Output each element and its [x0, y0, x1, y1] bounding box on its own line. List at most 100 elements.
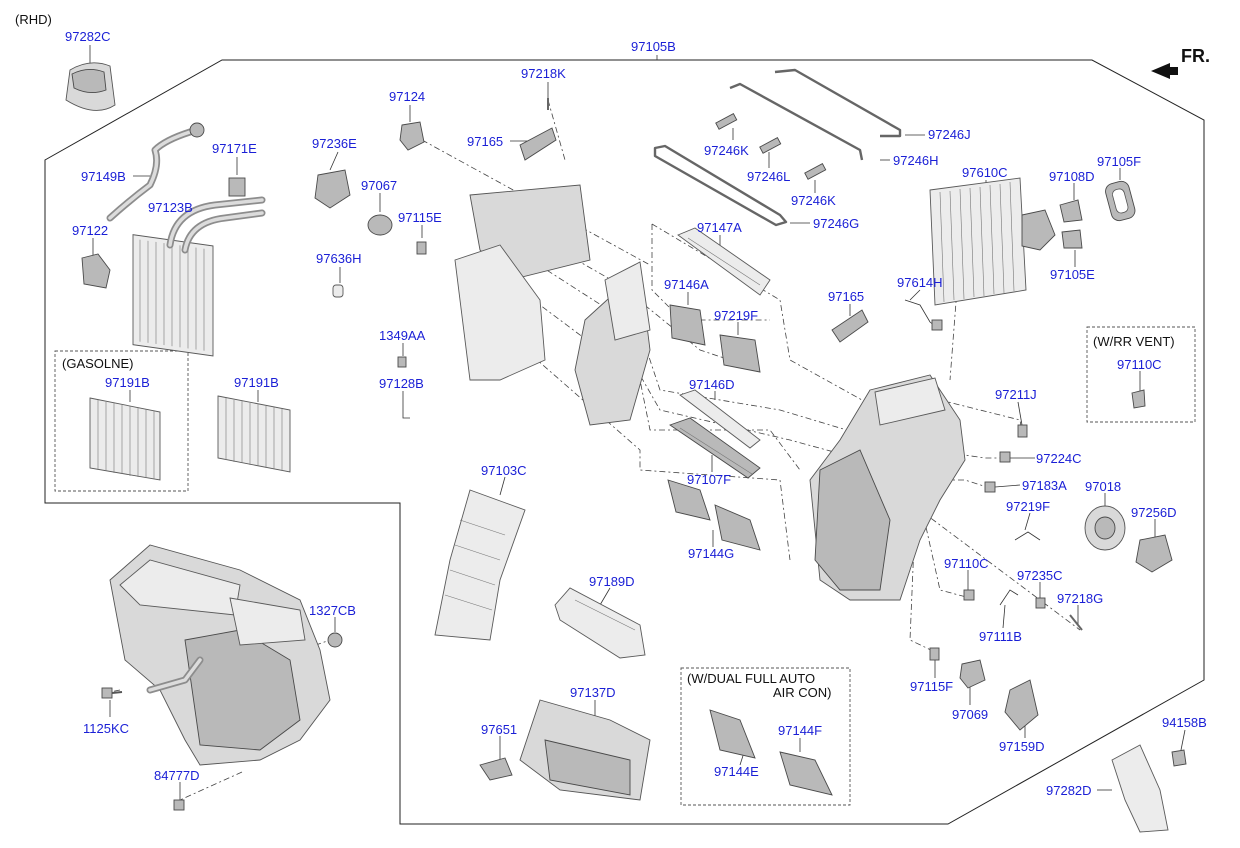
bracket-part [81, 253, 111, 289]
hose-97128B-part [402, 405, 410, 419]
rhd-note: (RHD) [15, 12, 52, 27]
rr-vent-note: (W/RR VENT) [1093, 334, 1175, 349]
part-label-97610C[interactable]: 97610C [962, 165, 1008, 180]
part-label-97103C[interactable]: 97103C [481, 463, 527, 478]
part-label-1327CB[interactable]: 1327CB [309, 603, 356, 618]
part-label-97246K-a[interactable]: 97246K [704, 143, 749, 158]
part-label-97614H[interactable]: 97614H [897, 275, 943, 290]
part-label-97171E[interactable]: 97171E [212, 141, 257, 156]
part-label-94158B[interactable]: 94158B [1162, 715, 1207, 730]
duct-97282D-part [1111, 744, 1169, 833]
part-label-97146A[interactable]: 97146A [664, 277, 709, 292]
gasoline-option-box [54, 350, 189, 492]
part-label-97124[interactable]: 97124 [389, 89, 425, 104]
actuator-97124-part [399, 121, 425, 151]
actuator-97069-part [959, 659, 986, 689]
part-label-97105E[interactable]: 97105E [1050, 267, 1095, 282]
part-label-97219F-b[interactable]: 97219F [1006, 499, 1050, 514]
part-label-97110C-b[interactable]: 97110C [944, 556, 989, 571]
gasoline-note: (GASOLNE) [62, 356, 134, 371]
part-label-97115E[interactable]: 97115E [398, 210, 442, 225]
module-97159D-part [1004, 679, 1039, 731]
part-label-97246H[interactable]: 97246H [893, 153, 939, 168]
seal-strip-97246H-part [729, 82, 864, 161]
filter-97147A-part [677, 227, 771, 296]
part-label-97183A[interactable]: 97183A [1022, 478, 1067, 493]
seal-strip-97246G-part [653, 144, 788, 227]
part-label-97105B[interactable]: 97105B [631, 39, 676, 54]
seal-ring-97105F-part [1105, 180, 1136, 222]
damper-97146D-part [679, 389, 761, 449]
part-label-97146D[interactable]: 97146D [689, 377, 735, 392]
damper-97144G-part [667, 479, 761, 551]
lower-case-97137D-part [519, 699, 651, 801]
part-label-97191B-a[interactable]: 97191B [105, 375, 150, 390]
part-label-97165-top[interactable]: 97165 [467, 134, 503, 149]
part-label-97123B[interactable]: 97123B [148, 200, 193, 215]
part-label-97282C[interactable]: 97282C [65, 29, 111, 44]
part-label-97105F[interactable]: 97105F [1097, 154, 1141, 169]
part-label-84777D[interactable]: 84777D [154, 768, 200, 783]
damper-97146A-part [669, 304, 706, 346]
rod-97111B-part [999, 589, 1019, 606]
dual-auto-note-line2: AIR CON) [773, 685, 832, 700]
part-label-97211J[interactable]: 97211J [995, 387, 1037, 402]
part-label-97144G[interactable]: 97144G [688, 546, 734, 561]
dual-full-auto-option-box [680, 667, 851, 806]
part-label-97256D[interactable]: 97256D [1131, 505, 1177, 520]
actuator-97651-part [479, 757, 513, 781]
frame-97189D-part [554, 587, 646, 659]
part-label-97115F[interactable]: 97115F [910, 679, 953, 694]
sensor-97115F-part [929, 647, 940, 661]
part-label-97246J[interactable]: 97246J [928, 127, 971, 142]
damper-97144F-part [779, 751, 833, 796]
part-label-97110C-a[interactable]: 97110C [1117, 357, 1162, 372]
part-label-97107F[interactable]: 97107F [687, 472, 731, 487]
part-label-1125KC[interactable]: 1125KC [83, 721, 129, 736]
part-label-97189D[interactable]: 97189D [589, 574, 635, 589]
part-label-97219F-a[interactable]: 97219F [714, 308, 758, 323]
part-label-97246G[interactable]: 97246G [813, 216, 859, 231]
part-label-97018[interactable]: 97018 [1085, 479, 1121, 494]
damper-97219F-a-part [719, 334, 761, 373]
seal-97246K-b-part [804, 163, 827, 180]
part-label-97144E[interactable]: 97144E [714, 764, 759, 779]
part-label-97147A[interactable]: 97147A [697, 220, 742, 235]
part-label-97651[interactable]: 97651 [481, 722, 517, 737]
part-label-97165-mid[interactable]: 97165 [828, 289, 864, 304]
lever-97219F-b-part [1014, 531, 1041, 541]
part-label-97128B[interactable]: 97128B [379, 376, 424, 391]
blower-intake-part [65, 62, 116, 111]
part-label-97246L[interactable]: 97246L [747, 169, 790, 184]
part-label-97144F[interactable]: 97144F [778, 723, 822, 738]
part-label-97218K[interactable]: 97218K [521, 66, 566, 81]
part-label-97069[interactable]: 97069 [952, 707, 988, 722]
upper-case-part [454, 184, 651, 426]
part-label-97282D[interactable]: 97282D [1046, 783, 1092, 798]
part-label-97246K-b[interactable]: 97246K [791, 193, 836, 208]
part-label-97159D[interactable]: 97159D [999, 739, 1045, 754]
part-label-97111B[interactable]: 97111B [979, 629, 1022, 644]
part-label-97636H[interactable]: 97636H [316, 251, 362, 266]
actuator-97256D-part [1135, 534, 1173, 573]
link-97183A-part [984, 481, 996, 493]
ptc-heater-b-part [217, 395, 291, 473]
front-label: FR. [1181, 46, 1210, 66]
part-label-97224C[interactable]: 97224C [1036, 451, 1082, 466]
link-97211J-part [1017, 424, 1028, 438]
part-label-97137D[interactable]: 97137D [570, 685, 616, 700]
part-label-97236E[interactable]: 97236E [312, 136, 357, 151]
part-label-1349AA[interactable]: 1349AA [379, 328, 426, 343]
duct-97103C-part [434, 489, 526, 641]
part-label-97235C[interactable]: 97235C [1017, 568, 1063, 583]
part-label-97122[interactable]: 97122 [72, 223, 108, 238]
part-label-97191B-b[interactable]: 97191B [234, 375, 279, 390]
part-label-97067[interactable]: 97067 [361, 178, 397, 193]
part-label-97149B[interactable]: 97149B [81, 169, 126, 184]
assembly-outline [44, 59, 1205, 825]
actuator-97110C-a-part [1131, 389, 1146, 409]
seal-97246K-a-part [715, 113, 738, 130]
part-label-97108D[interactable]: 97108D [1049, 169, 1095, 184]
part-label-97218G[interactable]: 97218G [1057, 591, 1103, 606]
